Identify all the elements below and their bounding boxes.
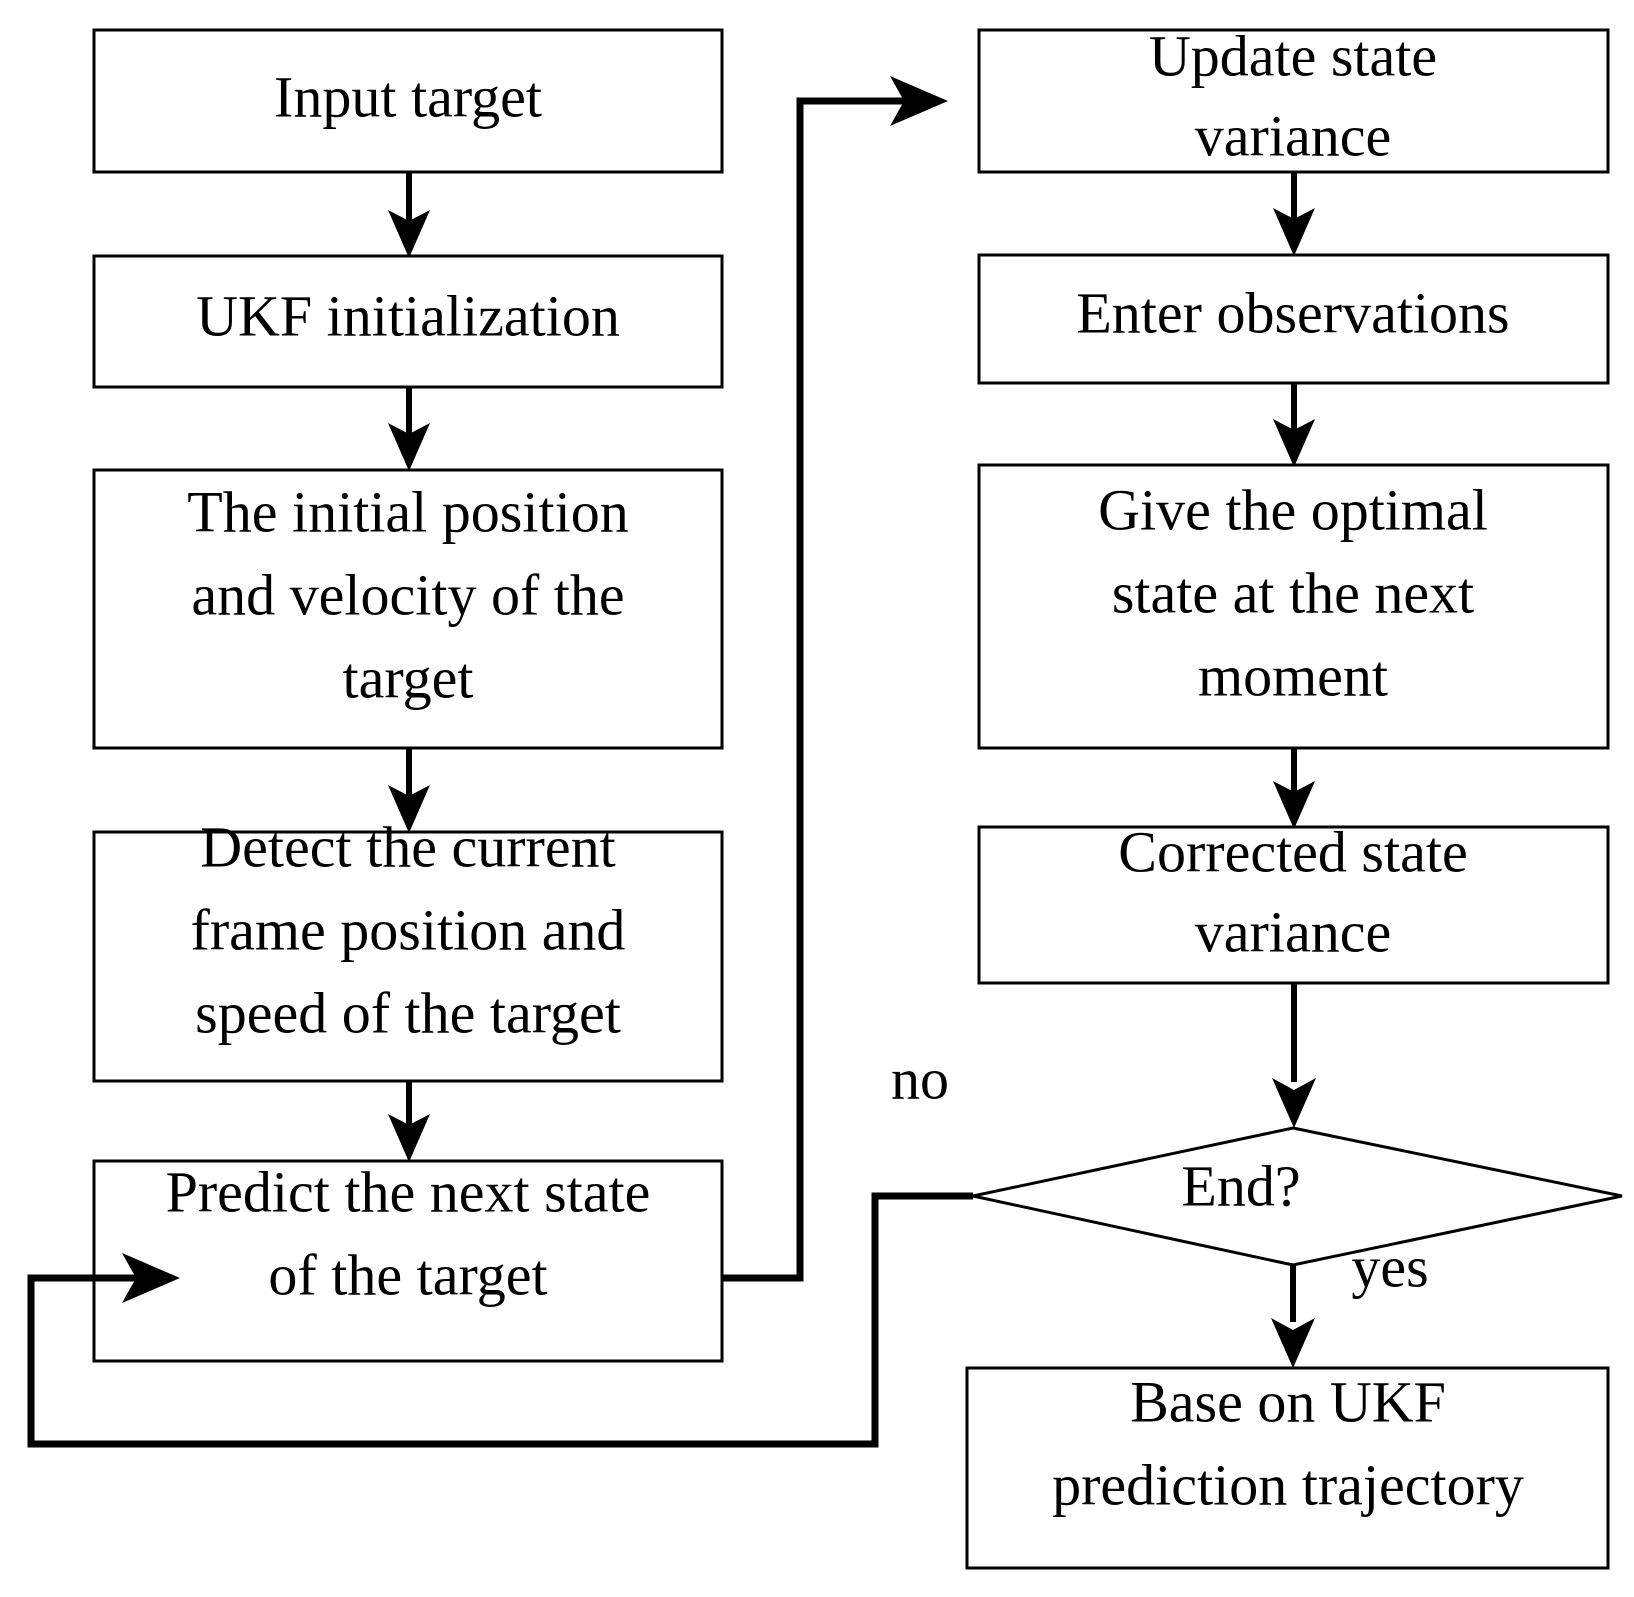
node-end-decision[interactable]: End? — [972, 1126, 1623, 1267]
node-predict-next-state-line-1: of the target — [268, 1242, 547, 1307]
node-update-state-variance-line-1: variance — [1195, 103, 1391, 168]
node-detect-current-frame-line-2: speed of the target — [195, 980, 621, 1045]
node-update-state-variance-line-0: Update state — [1149, 23, 1437, 88]
node-predict-next-state-shape — [92, 1159, 724, 1363]
edge-input-to-ukfinit — [388, 172, 430, 258]
node-initial-position-velocity-line-1: and velocity of the — [191, 562, 624, 627]
edge-label-yes: yes — [1351, 1234, 1428, 1299]
edge-enddecision-no-loopback — [27, 1192, 973, 1448]
edge-initialpos-to-detect — [388, 748, 430, 833]
node-predict-next-state[interactable]: Predict the next state of the target — [92, 1159, 724, 1363]
node-base-on-ukf-shape — [965, 1366, 1610, 1570]
node-give-optimal-state-line-2: moment — [1198, 643, 1388, 708]
node-initial-position-velocity-shape — [92, 468, 724, 750]
node-detect-current-frame[interactable]: Detect the current frame position and sp… — [92, 814, 724, 1083]
node-base-on-ukf[interactable]: Base on UKF prediction trajectory — [965, 1366, 1610, 1570]
edge-detect-to-predict — [388, 1081, 430, 1162]
node-ukf-initialization-line-0: UKF initialization — [196, 283, 620, 348]
node-give-optimal-state[interactable]: Give the optimal state at the next momen… — [977, 463, 1610, 750]
edge-ukfinit-to-initialpos — [388, 387, 430, 471]
node-ukf-initialization[interactable]: UKF initialization — [92, 254, 724, 389]
node-initial-position-velocity[interactable]: The initial position and velocity of the… — [92, 468, 724, 750]
edge-enddecision-to-baseukf — [1271, 1265, 1315, 1368]
node-enter-observations-line-0: Enter observations — [1076, 280, 1509, 345]
edge-giveoptimal-to-corrected — [1273, 748, 1315, 829]
node-enter-observations[interactable]: Enter observations — [977, 253, 1610, 385]
node-detect-current-frame-shape — [92, 830, 724, 1083]
node-corrected-state-variance[interactable]: Corrected state variance — [977, 819, 1610, 985]
node-corrected-state-variance-shape — [977, 825, 1610, 985]
node-base-on-ukf-line-1: prediction trajectory — [1052, 1452, 1524, 1517]
edge-updatevariance-to-enterobs — [1273, 172, 1315, 256]
node-update-state-variance[interactable]: Update state variance — [977, 23, 1610, 174]
node-base-on-ukf-line-0: Base on UKF — [1130, 1369, 1446, 1434]
node-predict-next-state-line-0: Predict the next state — [166, 1159, 651, 1224]
node-ukf-initialization-shape — [92, 254, 724, 389]
node-give-optimal-state-line-1: state at the next — [1112, 560, 1474, 625]
node-input-target-line-0: Input target — [274, 64, 542, 129]
edge-corrected-to-enddecision — [1272, 983, 1316, 1128]
node-end-decision-line-0: End? — [1181, 1153, 1300, 1218]
node-detect-current-frame-line-1: frame position and — [191, 897, 626, 962]
edge-predict-to-updatevariance — [722, 76, 948, 1282]
edge-label-no: no — [891, 1046, 949, 1111]
node-input-target[interactable]: Input target — [92, 28, 724, 174]
node-give-optimal-state-line-0: Give the optimal — [1098, 477, 1488, 542]
node-enter-observations-shape — [977, 253, 1610, 385]
edge-enterobs-to-giveoptimal — [1273, 383, 1315, 467]
node-initial-position-velocity-line-2: target — [343, 645, 474, 710]
node-give-optimal-state-shape — [977, 463, 1610, 750]
node-input-target-shape — [92, 28, 724, 174]
node-corrected-state-variance-line-0: Corrected state — [1118, 819, 1467, 884]
node-corrected-state-variance-line-1: variance — [1195, 899, 1391, 964]
node-initial-position-velocity-line-0: The initial position — [187, 479, 628, 544]
